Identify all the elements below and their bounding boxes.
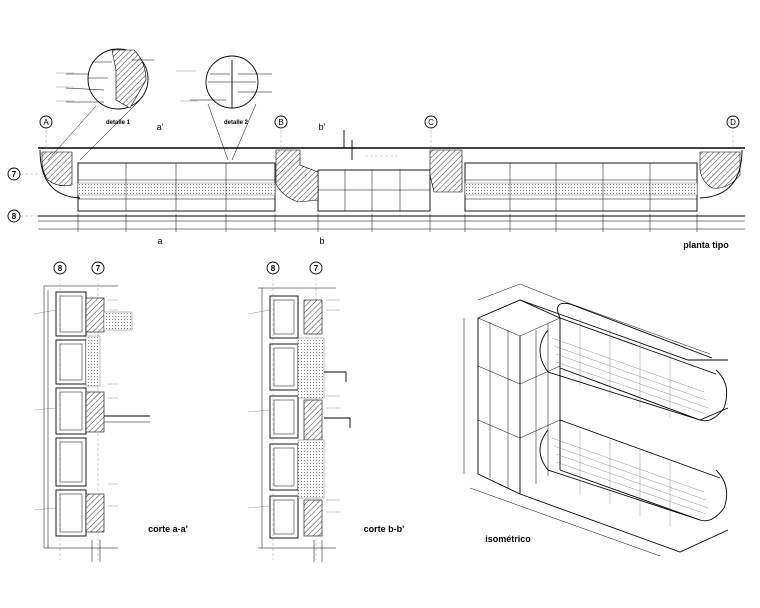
section-a-title: corte a-a' — [148, 524, 188, 534]
axis-label-c: C — [428, 118, 434, 127]
axis-label-8: 8 — [12, 212, 17, 221]
axis-label-b: B — [278, 118, 283, 127]
detail-callout-2 — [176, 55, 272, 161]
section-a: 8 7 corte a-a' — [33, 261, 188, 562]
axis-bubble-row7: 7 — [7, 167, 21, 181]
section-b: 8 7 corte b-b' — [247, 261, 405, 562]
axis-bubble-b: B — [274, 115, 288, 129]
section-a-axis-8: 8 — [58, 264, 63, 273]
cut-mark-a-bottom: a — [157, 236, 162, 246]
section-a-axis-7: 7 — [96, 264, 101, 273]
axis-bubble-row8: 8 — [7, 209, 21, 223]
axis-bubble-d: D — [726, 115, 740, 129]
section-b-title: corte b-b' — [364, 524, 405, 534]
section-b-axis-8: 8 — [271, 264, 276, 273]
detail-callout-1 — [47, 48, 154, 161]
isometric-view: isométrico — [463, 283, 729, 557]
cut-mark-b-top: b' — [319, 122, 326, 132]
plan-title: planta tipo — [683, 240, 729, 250]
detail-1-title: detalle 1 — [106, 120, 131, 126]
axis-label-d: D — [730, 118, 736, 127]
isometric-title: isométrico — [485, 534, 531, 544]
section-b-axis-7: 7 — [314, 264, 319, 273]
axis-label-a: A — [43, 118, 49, 127]
cut-mark-b-bottom: b — [319, 236, 324, 246]
floor-plan — [20, 130, 745, 232]
axis-label-7: 7 — [12, 170, 17, 179]
axis-bubble-a: A — [39, 115, 53, 129]
detail-2-title: detalle 2 — [224, 120, 249, 126]
axis-bubble-c: C — [424, 115, 438, 129]
cut-mark-a-top: a' — [157, 122, 164, 132]
